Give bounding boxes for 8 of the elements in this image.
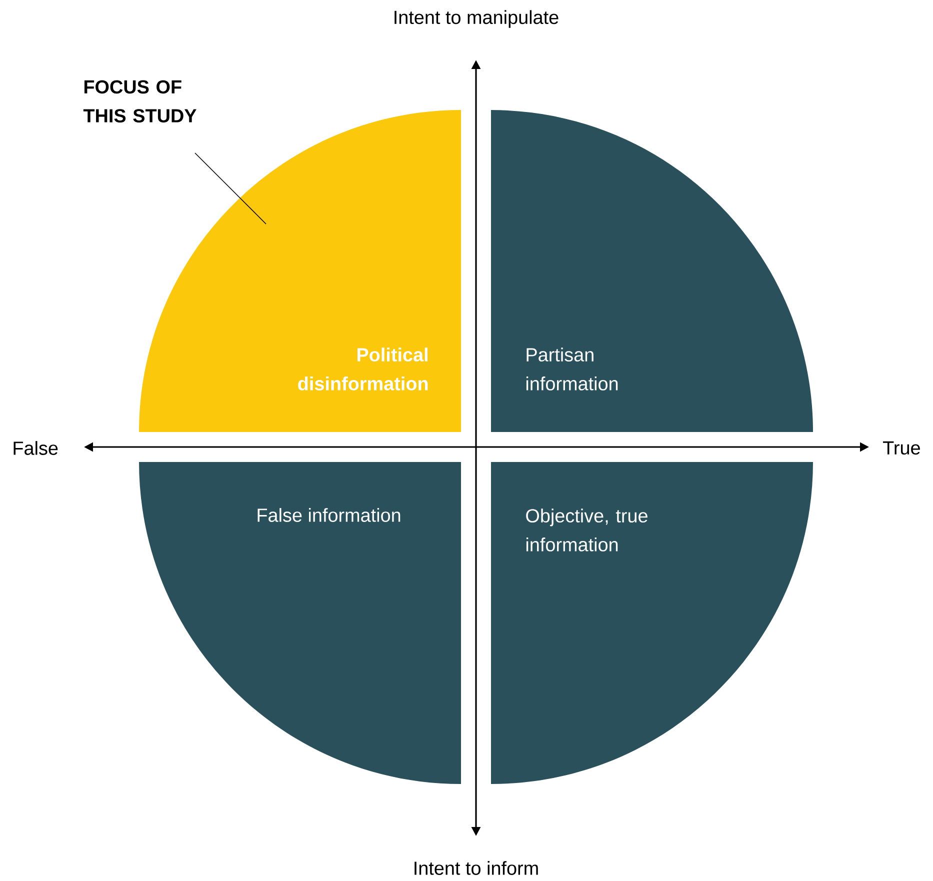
axis-label: True [883, 441, 920, 455]
quadrant-sector: False information [139, 462, 461, 784]
axis-label: Intent to inform [414, 861, 538, 875]
axis-label: Intent to manipulate [394, 10, 558, 28]
quadrant-sector: Partisan information [491, 110, 813, 432]
leader-line [194, 152, 266, 224]
axis-label: False [14, 441, 58, 455]
quadrant-sector: Objective, true information [491, 462, 813, 784]
